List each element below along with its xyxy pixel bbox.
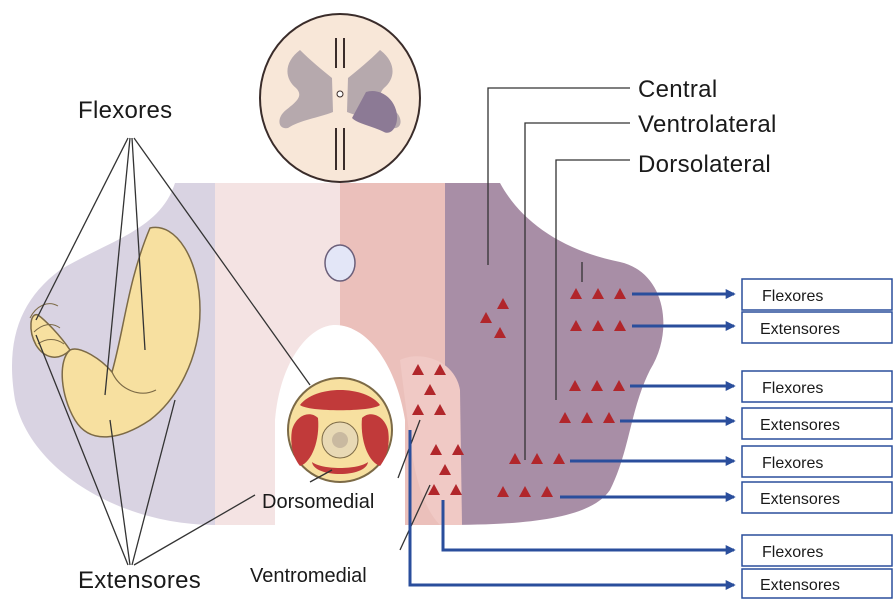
box-label: Flexores: [762, 380, 823, 397]
muscle-group-boxes: Flexores Extensores Flexores Extensores …: [742, 279, 892, 598]
box-label: Extensores: [760, 321, 840, 338]
label-central: Central: [638, 76, 717, 103]
label-dorsomedial: Dorsomedial: [262, 491, 374, 513]
central-canal: [325, 245, 355, 281]
box-label: Flexores: [762, 288, 823, 305]
label-extensores: Extensores: [78, 567, 201, 594]
label-flexores: Flexores: [78, 97, 172, 124]
label-ventromedial: Ventromedial: [250, 565, 367, 587]
dark-mauve-region: [445, 183, 663, 525]
box-flexores-1: Flexores: [742, 279, 892, 310]
box-extensores-4: Extensores: [742, 569, 892, 598]
label-ventrolateral: Ventrolateral: [638, 111, 777, 138]
box-flexores-3: Flexores: [742, 446, 892, 477]
box-extensores-1: Extensores: [742, 312, 892, 343]
box-label: Extensores: [760, 491, 840, 508]
box-extensores-3: Extensores: [742, 482, 892, 513]
label-dorsolateral: Dorsolateral: [638, 151, 771, 178]
box-label: Extensores: [760, 417, 840, 434]
box-flexores-4: Flexores: [742, 535, 892, 566]
box-label: Flexores: [762, 544, 823, 561]
limb-cross-section-icon: [288, 378, 392, 482]
box-label: Flexores: [762, 455, 823, 472]
box-extensores-2: Extensores: [742, 408, 892, 439]
box-flexores-2: Flexores: [742, 371, 892, 402]
spinal-cord-cross-section-icon: [260, 14, 420, 182]
box-label: Extensores: [760, 577, 840, 594]
